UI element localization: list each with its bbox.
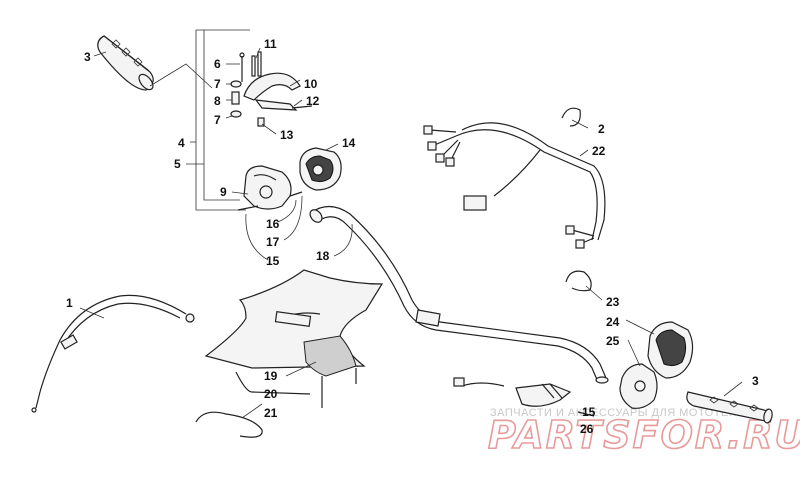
callout-20: 20 [264, 387, 278, 401]
watermark: ЗАПЧАСТИ И АКСЕССУАРЫ ДЛЯ МОТОТЕХНИКИ PA… [487, 407, 800, 458]
callout-3-right: 3 [752, 374, 759, 388]
callout-21: 21 [264, 406, 278, 420]
callout-25: 25 [606, 334, 620, 348]
callout-labels: 3 4 5 6 7 8 7 9 11 10 12 13 14 16 17 15 … [66, 37, 759, 436]
left-grip [97, 35, 154, 91]
heater-element [453, 377, 595, 417]
callout-7-upper: 7 [214, 77, 221, 91]
watermark-brand: PARTSFOR.RU [488, 413, 800, 457]
wiring-harness [423, 107, 606, 249]
callout-22: 22 [592, 144, 606, 158]
callout-1: 1 [66, 296, 73, 310]
callout-5: 5 [174, 157, 181, 171]
callout-17: 17 [266, 235, 280, 249]
callout-23: 23 [606, 295, 620, 309]
throttle-housing [237, 165, 303, 211]
callout-4: 4 [178, 136, 185, 150]
handlebar [309, 205, 609, 384]
callout-2: 2 [598, 122, 605, 136]
left-switch-housing [299, 147, 342, 191]
retainer-clip [195, 411, 263, 438]
callout-24: 24 [606, 315, 620, 329]
callout-19: 19 [264, 369, 278, 383]
right-grip [686, 391, 773, 424]
callout-11: 11 [264, 37, 277, 51]
throttle-lever-assembly [230, 51, 313, 127]
callout-9: 9 [220, 185, 227, 199]
leader-lines [79, 47, 743, 419]
throttle-cable [31, 294, 195, 413]
callout-6: 6 [214, 57, 221, 71]
handlebar-pad [204, 269, 384, 408]
callout-14: 14 [342, 136, 356, 150]
callout-18: 18 [316, 249, 330, 263]
bracket-lines [149, 29, 250, 211]
callout-12: 12 [306, 94, 320, 108]
callout-10: 10 [304, 77, 318, 91]
callout-16: 16 [266, 217, 280, 231]
right-switch-assembly [619, 321, 694, 409]
clamp-ring [565, 270, 592, 292]
watermark-caption: ЗАПЧАСТИ И АКСЕССУАРЫ ДЛЯ МОТОТЕХНИКИ [490, 407, 769, 419]
callout-8: 8 [214, 94, 221, 108]
callout-13: 13 [280, 128, 294, 142]
callout-15-left: 15 [266, 254, 280, 268]
callout-7-lower: 7 [214, 113, 221, 127]
callout-3-left: 3 [84, 50, 91, 64]
callout-15-right: 15 [582, 405, 596, 419]
callout-26: 26 [580, 422, 594, 436]
